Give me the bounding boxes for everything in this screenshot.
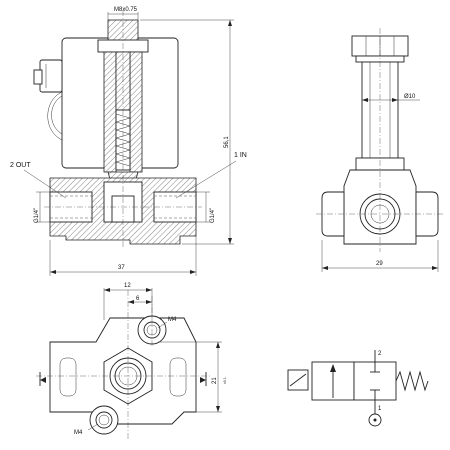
width-front-label: 37	[118, 265, 125, 271]
front-section-view: M8x0.75 2 OUT 1 IN G1/4" G1/4" 56,1 37	[10, 7, 247, 276]
symbol-port-1: 1	[378, 406, 382, 412]
width-side-label: 29	[376, 261, 383, 267]
dim-12-label: 12	[124, 283, 131, 289]
valve-symbol: 2 1	[287, 350, 429, 427]
port-in-label: 1 IN	[234, 152, 247, 159]
port-out-label: 2 OUT	[10, 162, 31, 169]
connector-tab	[33, 59, 63, 93]
g-left-label: G1/4"	[34, 208, 40, 223]
top-view: 12 6 M4 M4 21 ±0.1	[36, 283, 227, 440]
side-view: Ø10 29	[316, 28, 444, 272]
return-spring	[395, 370, 429, 392]
height-label: 56,1	[224, 136, 230, 148]
wire-loop	[47, 91, 63, 141]
mount-lug-bottom	[89, 405, 119, 435]
dim-21-label: 21	[212, 377, 218, 384]
symbol-port-2: 2	[378, 351, 382, 357]
dim-21-tol-label: ±0.1	[223, 377, 227, 384]
diameter-label: Ø10	[404, 94, 416, 100]
m4-top-label: M4	[168, 317, 177, 323]
thread-top-label: M8x0.75	[114, 7, 138, 13]
dim-6-label: 6	[136, 296, 140, 302]
section-arrow-right	[200, 372, 207, 386]
g-right-label: G1/4"	[210, 208, 216, 223]
m4-bottom-label: M4	[74, 430, 83, 436]
section-arrow-left	[39, 372, 46, 386]
